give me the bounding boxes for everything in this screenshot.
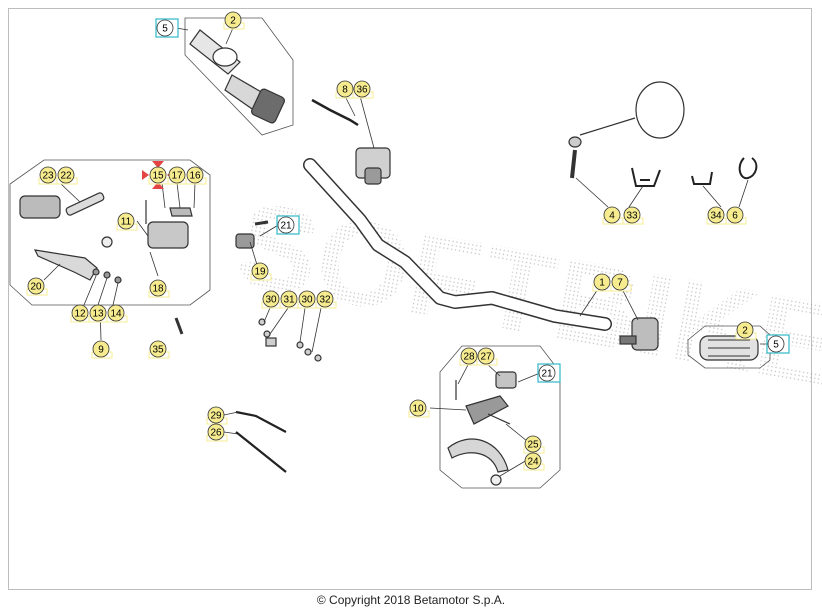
callout-18: 18 [148, 279, 170, 298]
brake-lever-assembly [447, 371, 517, 486]
callout-label: 6 [732, 211, 738, 222]
callout-label: 11 [121, 217, 132, 228]
callout-31: 31 [279, 290, 301, 309]
callout-12: 12 [70, 304, 92, 323]
callout-13: 13 [88, 304, 110, 323]
callout-16: 16 [185, 166, 207, 185]
callout-label: 35 [152, 345, 164, 356]
clutch-group-outline [9, 159, 211, 306]
callout-9: 9 [91, 340, 113, 359]
callout-22: 22 [56, 166, 78, 185]
callout-32: 32 [315, 290, 337, 309]
throttle-group-outline [184, 17, 294, 136]
callout-label: 18 [152, 284, 164, 295]
callout-label: 24 [527, 457, 539, 468]
callout-33: 33 [622, 206, 644, 225]
callout-4: 4 [602, 206, 624, 225]
callout-2-top: 2 [223, 11, 245, 30]
throttle-grip [189, 29, 285, 124]
callout-21-right: 21 [537, 363, 561, 383]
callout-label: 27 [480, 352, 492, 363]
callout-1: 1 [592, 273, 614, 292]
callout-label: 20 [30, 282, 42, 293]
callout-label: 13 [92, 309, 104, 320]
brake-group-outline [439, 345, 561, 489]
callout-19: 19 [250, 262, 272, 281]
callout-8: 8 [335, 80, 357, 99]
callout-label: 2 [742, 326, 748, 337]
callout-34: 34 [706, 206, 728, 225]
callout-label: 7 [617, 278, 623, 289]
callout-label: 26 [210, 428, 222, 439]
throttle-cable [311, 98, 359, 127]
right-grip-group-outline [687, 325, 771, 369]
callout-5-top: 5 [155, 18, 179, 38]
callout-label: 21 [280, 221, 292, 232]
callout-24: 24 [523, 452, 545, 471]
callout-5-right: 5 [766, 334, 790, 354]
callout-label: 9 [98, 345, 104, 356]
callout-label: 5 [162, 24, 168, 35]
mirror [568, 81, 685, 179]
callout-15: 15 [148, 166, 170, 185]
callout-label: 12 [74, 309, 86, 320]
callout-label: 30 [301, 295, 313, 306]
exploded-parts-diagram: SOFTBIKES [9, 11, 822, 489]
callout-14: 14 [106, 304, 128, 323]
cable-29 [235, 410, 287, 433]
callout-label: 32 [319, 295, 331, 306]
throttle-housing [355, 147, 391, 185]
callout-label: 31 [283, 295, 295, 306]
callout-label: 29 [210, 411, 222, 422]
cable-26 [235, 431, 287, 473]
callout-2-right: 2 [735, 321, 757, 340]
callout-23: 23 [38, 166, 60, 185]
callout-label: 22 [60, 171, 72, 182]
copyright-text: © Copyright 2018 Betamotor S.p.A. [316, 593, 506, 607]
callout-10: 10 [408, 399, 430, 418]
callout-label: 30 [265, 295, 277, 306]
callout-36: 36 [352, 80, 374, 99]
callout-27: 27 [476, 347, 498, 366]
mirror-clamps [631, 157, 758, 187]
right-grip [699, 335, 759, 361]
callout-label: 21 [541, 369, 553, 380]
callout-29: 29 [206, 406, 228, 425]
callout-label: 34 [710, 211, 722, 222]
callout-25: 25 [523, 435, 545, 454]
callout-label: 25 [527, 440, 539, 451]
callout-label: 19 [254, 267, 266, 278]
callout-20: 20 [26, 277, 48, 296]
callout-label: 5 [773, 340, 779, 351]
clamp-screws [258, 318, 322, 362]
callout-label: 16 [189, 171, 201, 182]
callout-label: 33 [626, 211, 638, 222]
callout-label: 1 [599, 278, 605, 289]
callout-35: 35 [148, 340, 170, 359]
callout-28: 28 [459, 347, 481, 366]
callout-label: 4 [609, 211, 615, 222]
callout-21-left: 21 [276, 215, 300, 235]
callout-17: 17 [167, 166, 189, 185]
callout-7: 7 [610, 273, 632, 292]
callout-label: 36 [356, 85, 368, 96]
callout-26: 26 [206, 423, 228, 442]
callout-label: 15 [152, 171, 164, 182]
callout-label: 14 [110, 309, 122, 320]
right-switch [619, 317, 659, 351]
callout-6: 6 [725, 206, 747, 225]
callout-label: 8 [342, 85, 348, 96]
callout-label: 28 [463, 352, 475, 363]
callout-label: 23 [42, 171, 54, 182]
callout-label: 10 [412, 404, 424, 415]
callout-11: 11 [116, 212, 138, 231]
callout-label: 2 [230, 16, 236, 27]
callout-label: 17 [171, 171, 183, 182]
clutch-lever-assembly [19, 192, 269, 335]
